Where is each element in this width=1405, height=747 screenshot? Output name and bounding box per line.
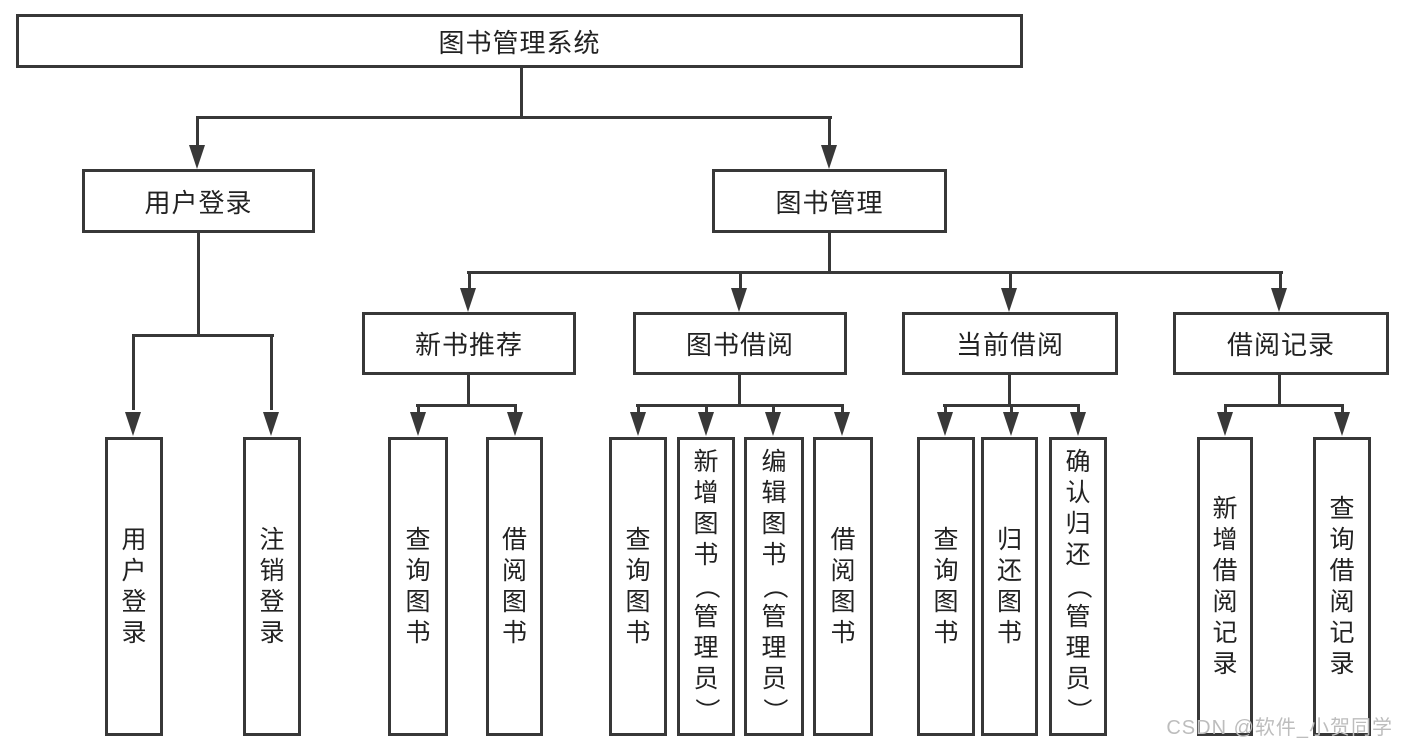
arrowhead-leaf-user-login [125,412,141,436]
node-label: 新书推荐 [414,330,523,360]
connector-leaf [1224,404,1227,416]
node-label: 借阅记录 [1226,330,1335,360]
arrowhead-leaf [1217,412,1233,436]
node-borrowing-records: 借阅记录 [1173,312,1389,375]
arrowhead-leaf [1070,412,1086,436]
leaf-borrow-books-borrowing: 借阅图书 [813,437,873,736]
leaf-borrow-books-recommend: 借阅图书 [486,437,543,736]
leaf-label: 编辑图书（管理员） [760,448,789,723]
connector-to-new-book [468,271,471,290]
arrowhead-leaf [1334,412,1350,436]
arrowhead-borrowing [731,288,747,312]
arrowhead-leaf [937,412,953,436]
connector-leaf [637,404,640,416]
node-label: 用户登录 [144,187,253,218]
leaf-label: 确认归还（管理员） [1064,448,1093,723]
leaf-label: 查询图书 [625,525,651,647]
connector-user-login-bar [132,334,274,337]
leaf-label: 新增图书（管理员） [692,448,721,723]
leaf-edit-books-admin: 编辑图书（管理员） [744,437,804,736]
node-book-management: 图书管理 [712,169,947,233]
connector-to-user-login [196,116,199,148]
leaf-add-books-admin: 新增图书（管理员） [677,437,735,736]
connector-leaf [1341,404,1344,416]
node-label: 图书管理 [775,187,884,218]
connector-leaf [705,404,708,416]
leaf-confirm-return-admin: 确认归还（管理员） [1049,437,1107,736]
leaf-label: 归还图书 [996,525,1022,647]
connector-root-stem [520,67,523,118]
node-book-borrowing: 图书借阅 [633,312,847,375]
arrowhead-user-login [189,145,205,169]
connector-to-leaf-user-login [132,334,135,410]
connector-current-stem [1008,375,1011,406]
connector-leaf [841,404,844,416]
leaf-label: 注销登录 [259,525,285,647]
arrowhead-book-management [821,145,837,169]
leaf-label: 借阅图书 [501,525,527,647]
connector-level2-bar [196,116,832,119]
node-user-login: 用户登录 [82,169,315,233]
connector-new-book-stem [467,375,470,406]
connector-to-book-management [828,116,831,148]
arrowhead-records [1271,288,1287,312]
leaf-label: 新增借阅记录 [1212,494,1238,678]
node-label: 图书管理系统 [438,27,601,58]
connector-new-book-bar [416,404,517,407]
node-label: 当前借阅 [955,330,1064,360]
connector-book-mgmt-stem [828,233,831,274]
leaf-return-books: 归还图书 [981,437,1038,736]
connector-to-borrowing [739,271,742,290]
node-new-book-recommendation: 新书推荐 [362,312,576,375]
leaf-add-borrow-record: 新增借阅记录 [1197,437,1253,736]
arrowhead-leaf-logout [263,412,279,436]
connector-borrowing-stem [738,375,741,406]
arrowhead-leaf [1003,412,1019,436]
leaf-user-login: 用户登录 [105,437,163,736]
leaf-label: 查询图书 [405,525,431,647]
arrowhead-new-book [460,288,476,312]
leaf-label: 借阅图书 [830,525,856,647]
connector-to-records [1279,271,1282,290]
connector-leaf [944,404,947,416]
leaf-logout: 注销登录 [243,437,301,736]
csdn-watermark: CSDN @软件_小贺同学 [1166,717,1393,739]
arrowhead-leaf [410,412,426,436]
connector-leaf [772,404,775,416]
leaf-label: 用户登录 [121,525,147,647]
connector-records-bar [1224,404,1343,407]
arrowhead-leaf [698,412,714,436]
arrowhead-leaf [630,412,646,436]
connector-leaf [417,404,420,416]
leaf-label: 查询借阅记录 [1329,494,1355,678]
leaf-query-books-current: 查询图书 [917,437,975,736]
node-label: 图书借阅 [685,330,794,360]
leaf-query-books-borrowing: 查询图书 [609,437,667,736]
connector-records-stem [1278,375,1281,406]
connector-borrowing-bar [636,404,844,407]
arrowhead-leaf [765,412,781,436]
connector-user-login-stem [197,233,200,336]
connector-level3-bar [467,271,1283,274]
arrowhead-leaf [834,412,850,436]
connector-to-leaf-logout [270,334,273,410]
leaf-query-books-recommend: 查询图书 [388,437,448,736]
connector-leaf [514,404,517,416]
connector-to-current [1009,271,1012,290]
arrowhead-leaf [507,412,523,436]
leaf-query-borrow-record: 查询借阅记录 [1313,437,1371,736]
leaf-label: 查询图书 [933,525,959,647]
connector-leaf [1010,404,1013,416]
connector-leaf [1077,404,1080,416]
node-library-management-system: 图书管理系统 [16,14,1023,68]
arrowhead-current [1001,288,1017,312]
node-current-borrowing: 当前借阅 [902,312,1118,375]
